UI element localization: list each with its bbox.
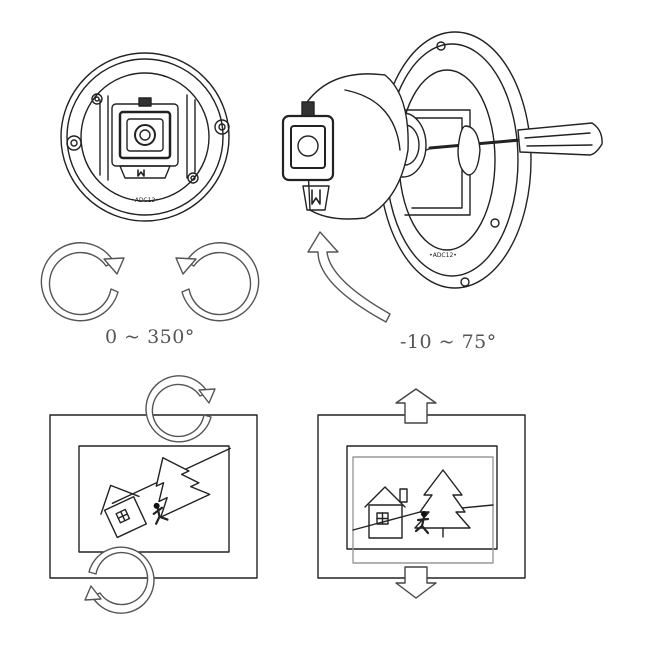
camera-top-view [60,52,230,222]
shift-down-arrow [395,566,437,599]
pan-rotate-clockwise-arrow [40,242,125,322]
image-rotate-top-arrow [145,375,216,443]
camera-model-mark-side: •ADC12• [429,252,457,259]
pan-rotate-counterclockwise-arrow [175,242,260,322]
tilt-curved-arrow [307,231,391,323]
image-rotate-bottom-arrow [84,546,155,614]
image-rotation-frame [49,414,258,579]
image-shift-frame [317,414,526,579]
camera-model-mark-top: •ADC12• [131,197,159,204]
pan-range-label: 0 ~ 350° [105,326,195,348]
tilt-range-label: -10 ~ 75° [400,331,497,353]
shift-up-arrow [395,388,437,424]
camera-side-view [281,31,603,289]
